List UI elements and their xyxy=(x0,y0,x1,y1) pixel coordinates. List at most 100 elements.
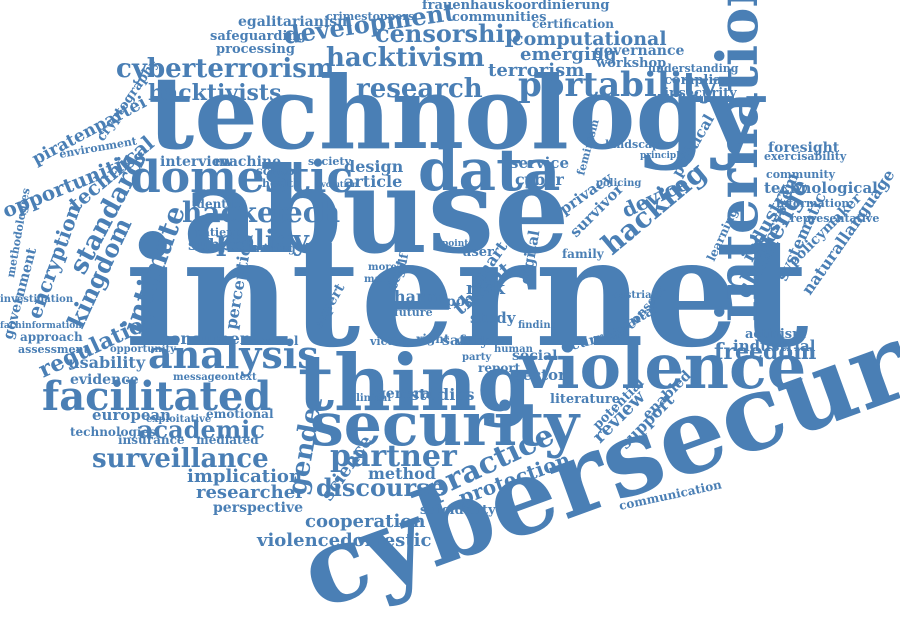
word-usability: usability xyxy=(68,353,146,372)
word-party: party xyxy=(462,352,492,363)
word-article: article xyxy=(344,172,402,191)
word-technological: technological xyxy=(764,179,878,197)
word-opportunity: opportunity xyxy=(110,344,177,355)
word-literature: literature xyxy=(550,392,620,407)
word-harm: harm xyxy=(394,287,441,306)
word-crimestoppers: crimestoppers xyxy=(326,10,414,23)
word-exercisability: exercisability xyxy=(764,150,847,163)
word-social: social xyxy=(512,348,557,364)
word-activism: activism xyxy=(745,327,806,342)
word-processing: processing xyxy=(216,42,295,57)
word-abuse: abuse xyxy=(183,141,569,280)
word-finding: finding xyxy=(518,320,558,331)
word-freedom: freedom xyxy=(714,339,816,365)
word-consumer: consumer xyxy=(160,329,249,348)
word-surveillance: surveillance xyxy=(92,444,269,474)
word-facilitated: facilitated xyxy=(42,373,271,420)
word-context: context xyxy=(215,372,257,383)
word-subject: subject xyxy=(188,235,254,254)
word-sector: sector xyxy=(514,366,567,384)
word-censorship: censorship xyxy=(375,19,521,48)
word-workshop: workshop xyxy=(595,56,666,71)
word-european: european xyxy=(92,406,171,424)
word-health: health xyxy=(262,177,301,190)
word-family: family xyxy=(562,247,605,261)
word-cyberterrorism: cyberterrorism xyxy=(116,54,334,84)
word-representative: representative xyxy=(790,212,879,225)
word-clinical: clinical xyxy=(350,393,391,404)
word-future: future xyxy=(394,306,433,319)
word-internet: internet xyxy=(125,205,809,381)
word-austria: austria xyxy=(612,290,652,301)
word-hacker: hacker xyxy=(182,196,291,229)
word-society: society xyxy=(308,155,351,168)
word-security: security xyxy=(310,390,581,460)
word-right: right xyxy=(416,332,450,346)
word-approach: approach xyxy=(20,330,83,344)
word-control: control xyxy=(250,334,299,348)
word-insurance: insurance xyxy=(118,433,185,447)
word-certification: certification xyxy=(532,17,614,31)
word-terrorism: terrorism xyxy=(488,60,584,81)
word-service: service xyxy=(510,154,569,172)
word-hacktivism: hacktivism xyxy=(326,43,485,73)
word-tech: tech xyxy=(272,196,340,229)
word-research: research xyxy=(356,74,483,104)
word-policing: policing xyxy=(596,178,641,189)
word-fachinformation: fachinformation xyxy=(0,321,82,331)
word-investigation: investigation xyxy=(0,294,74,305)
word-study: study xyxy=(470,309,517,327)
word-victim: victim xyxy=(369,335,409,348)
word-technology: technology xyxy=(148,54,766,172)
word-insecurity: insecurity xyxy=(664,86,737,101)
word-post: post xyxy=(446,294,480,310)
word-message: message xyxy=(173,372,221,383)
word-perspective: perspective xyxy=(213,500,303,516)
word-community: community xyxy=(766,168,836,181)
word-identity: identity xyxy=(192,197,245,211)
word-patient: patient xyxy=(195,226,240,239)
word-male: male xyxy=(364,274,391,285)
word-implication: implication xyxy=(187,466,302,487)
word-point: point xyxy=(442,239,469,249)
word-frauenhauskoordinierung: frauenhauskoordinierung xyxy=(422,0,609,13)
word-violencedomestic: violencedomestic xyxy=(256,530,431,551)
word-risk: risk xyxy=(466,278,505,299)
word-user: user xyxy=(462,245,494,260)
word-method: method xyxy=(368,464,436,483)
word-self: self xyxy=(393,252,411,279)
word-human: human xyxy=(494,344,534,355)
word-cooperation: cooperation xyxy=(305,511,425,532)
word-evidence: evidence xyxy=(70,372,139,388)
word-report: report xyxy=(478,361,521,375)
word-emerging: emerging xyxy=(520,44,617,65)
word-studies: studies xyxy=(410,385,474,404)
word-emotional: emotional xyxy=(206,407,274,421)
word-egalitarianism: egalitarianism xyxy=(238,14,352,30)
word-school: school xyxy=(256,164,300,178)
word-general: general xyxy=(376,386,436,402)
word-principle: principle xyxy=(640,151,686,161)
word-partner: partner xyxy=(330,439,458,474)
word-hacktivists: hacktivists xyxy=(148,80,281,106)
word-portability: portability xyxy=(518,65,719,105)
word-discourse: discourse xyxy=(316,473,445,502)
word-thing: thing xyxy=(298,338,532,429)
word-information: information xyxy=(776,197,849,210)
word-landscape: landscape xyxy=(605,138,667,151)
word-understanding: understanding xyxy=(648,62,739,75)
word-academic: academic xyxy=(138,415,265,444)
word-machine: machine xyxy=(214,154,281,170)
word-industrial: industrial xyxy=(733,337,816,355)
word-foresight: foresight xyxy=(768,140,840,156)
word-exploitative: exploitative xyxy=(146,414,211,425)
word-policy: policy xyxy=(216,224,310,257)
word-suicidality: suicidality xyxy=(420,503,496,518)
word-compliance: compliance xyxy=(664,73,747,88)
word-technologies: technologies xyxy=(70,425,156,439)
word-interview: interview xyxy=(160,154,234,170)
word-domestic: domestic xyxy=(130,152,353,203)
word-safety: safety xyxy=(442,333,489,349)
